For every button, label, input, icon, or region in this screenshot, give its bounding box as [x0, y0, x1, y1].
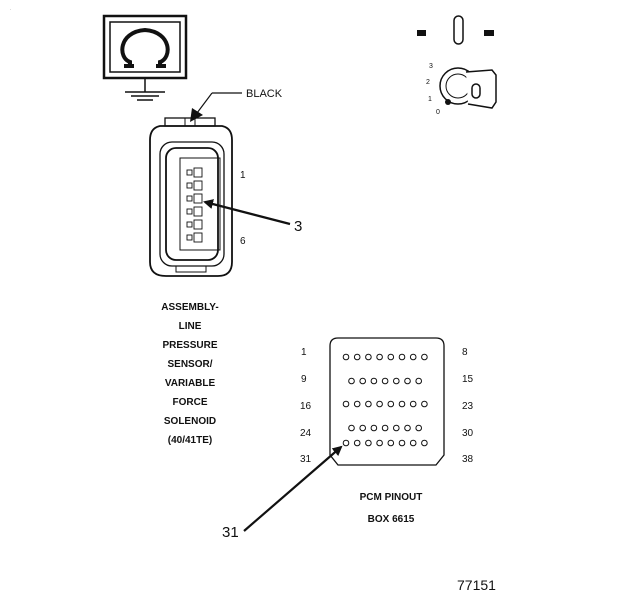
- pcm-pin: [370, 424, 378, 432]
- ignition-position-3: 3: [429, 63, 433, 70]
- pcm-pin: [381, 377, 389, 385]
- pcm-pin-grid: [342, 353, 428, 447]
- pcm-pin: [404, 424, 411, 432]
- pcm-left-label-row-1: 1: [301, 347, 307, 358]
- pcm-pin: [387, 353, 395, 361]
- pcm-pin: [415, 377, 423, 385]
- pcm-pin: [376, 353, 383, 361]
- pcm-right-label-row-1: 8: [462, 347, 468, 358]
- pcm-pin: [376, 439, 383, 447]
- pcm-pin: [404, 377, 411, 385]
- pcm-pin: [365, 400, 372, 408]
- pcm-pin: [342, 439, 350, 447]
- sensor-title-line-6: FORCE: [173, 397, 208, 408]
- pcm-connector: [329, 337, 445, 466]
- sensor-pin-last-label: 6: [240, 236, 246, 247]
- ohm-symbol: Ω: [10, 9, 11, 11]
- pcm-right-label-row-5: 38: [462, 454, 474, 465]
- sensor-title-line-5: VARIABLE: [165, 378, 216, 389]
- ignition-position-2: 2: [426, 79, 430, 86]
- pcm-left-label-row-5: 31: [300, 454, 312, 465]
- pcm-left-label-row-2: 9: [301, 374, 307, 385]
- pcm-pin: [409, 439, 417, 447]
- sensor-pin-row: [186, 167, 203, 243]
- callout-3-label: 3: [294, 218, 302, 235]
- pcm-caption-line-1: PCM PINOUT: [360, 492, 423, 503]
- pcm-pin: [387, 439, 395, 447]
- callout-3-arrow: [203, 199, 291, 226]
- ohmmeter-icon: Ω: [10, 9, 188, 101]
- pcm-pin: [342, 353, 350, 361]
- black-lead-label: BLACK: [246, 88, 283, 100]
- pcm-pin: [409, 400, 417, 408]
- pcm-left-label-row-4: 24: [300, 428, 312, 439]
- pcm-pin: [359, 377, 367, 385]
- pcm-pin: [421, 400, 428, 408]
- pcm-pin: [359, 424, 367, 432]
- sensor-title: ASSEMBLY- LINE PRESSURE SENSOR/ VARIABLE…: [161, 302, 218, 446]
- sensor-title-line-1: ASSEMBLY-: [161, 302, 218, 313]
- pcm-pin: [370, 377, 378, 385]
- pcm-right-label-row-3: 23: [462, 401, 474, 412]
- pcm-pin: [353, 439, 361, 447]
- pcm-pin: [393, 377, 400, 385]
- pcm-right-label-row-4: 30: [462, 428, 474, 439]
- callout-31-label: 31: [222, 524, 239, 541]
- sensor-title-line-2: LINE: [179, 321, 202, 332]
- pcm-pin: [398, 439, 406, 447]
- pcm-pin: [353, 353, 361, 361]
- pcm-pin: [421, 353, 428, 361]
- pcm-pin: [381, 424, 389, 432]
- pcm-pin: [342, 400, 350, 408]
- pcm-pin: [376, 400, 383, 408]
- sensor-title-line-4: SENSOR/: [167, 359, 212, 370]
- pcm-pin: [393, 424, 400, 432]
- pcm-pin: [409, 353, 417, 361]
- sensor-connector: [149, 117, 233, 277]
- sensor-title-line-7: SOLENOID: [164, 416, 216, 427]
- ignition-position-0: 0: [436, 109, 440, 116]
- pcm-pin: [398, 400, 406, 408]
- pcm-pin: [365, 353, 372, 361]
- pcm-pin: [415, 424, 423, 432]
- figure-number: 77151: [457, 577, 496, 593]
- pcm-pin: [348, 424, 355, 432]
- sensor-title-line-8: (40/41TE): [168, 435, 212, 446]
- pcm-pin: [398, 353, 406, 361]
- sensor-pin-first-label: 1: [240, 170, 246, 181]
- ignition-position-1: 1: [428, 96, 432, 103]
- pcm-pin: [365, 439, 372, 447]
- ignition-switch-icon: 3 2 1 0: [417, 15, 497, 116]
- pcm-left-label-row-3: 16: [300, 401, 312, 412]
- pcm-pin: [421, 439, 428, 447]
- callout-31-arrow: [243, 445, 343, 532]
- pcm-caption-line-2: BOX 6615: [368, 514, 415, 525]
- pcm-pin: [387, 400, 395, 408]
- pcm-right-label-row-2: 15: [462, 374, 474, 385]
- sensor-title-line-3: PRESSURE: [162, 340, 217, 351]
- pcm-pin: [353, 400, 361, 408]
- pcm-pin: [348, 377, 355, 385]
